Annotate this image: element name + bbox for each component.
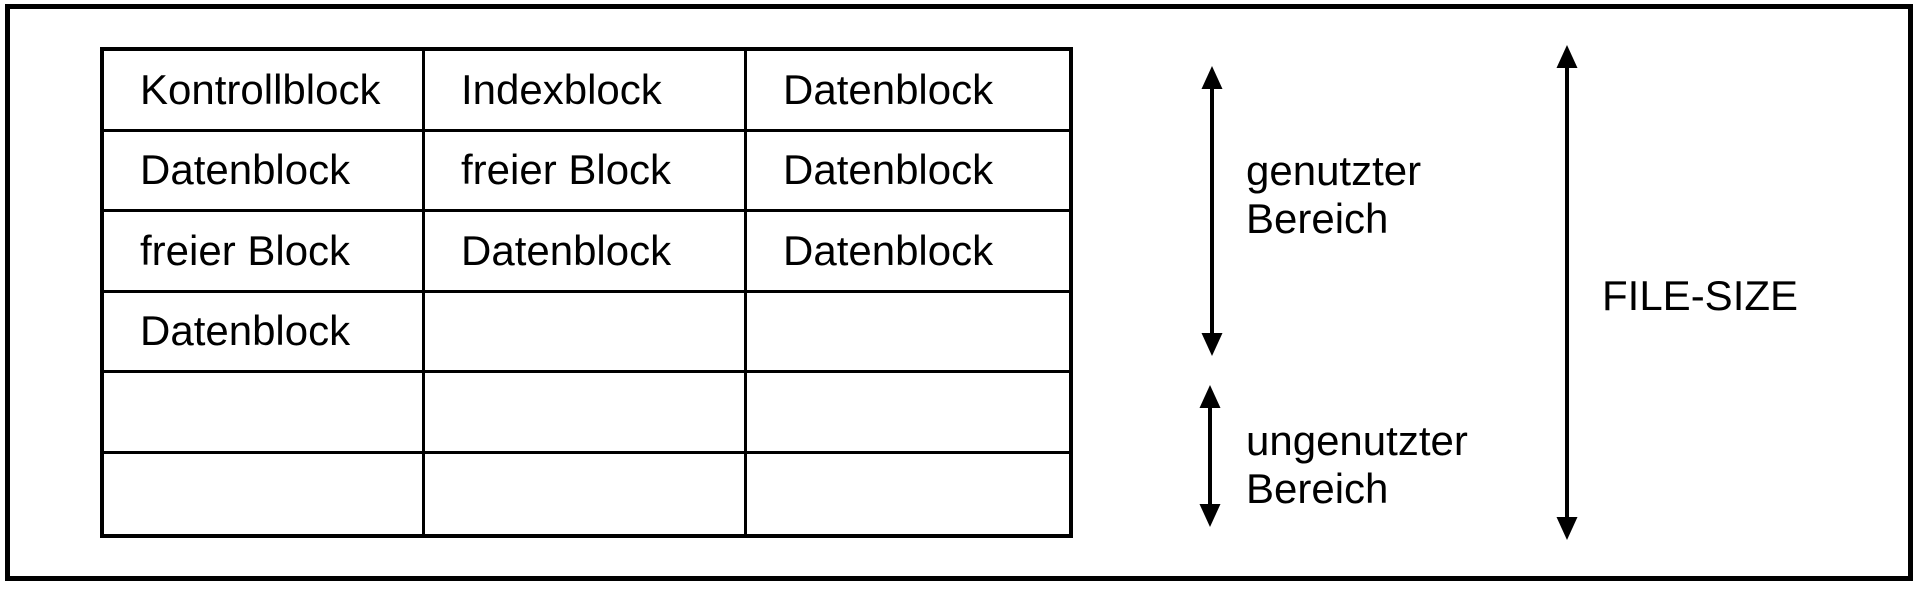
table-cell: Indexblock (425, 51, 747, 132)
table-cell (747, 293, 1069, 373)
unused-area-arrow-icon (1199, 385, 1221, 527)
used-area-label-line2: Bereich (1246, 195, 1389, 242)
table-cell (425, 453, 747, 534)
table-cell: Datenblock (425, 212, 747, 293)
used-area-label: genutzter Bereich (1246, 147, 1421, 243)
file-size-label: FILE-SIZE (1602, 272, 1799, 319)
file-size-arrow-icon (1556, 45, 1578, 540)
table-cell: freier Block (104, 212, 425, 293)
table-cell (425, 292, 747, 373)
table-cell (104, 453, 425, 534)
table-cell (747, 373, 1069, 454)
table-cell (747, 454, 1069, 535)
table-cell: Datenblock (747, 132, 1069, 212)
used-area-label-line1: genutzter (1246, 147, 1422, 194)
table-cell (104, 373, 425, 454)
table-cell: Datenblock (747, 212, 1069, 293)
table-cell: Datenblock (104, 131, 425, 212)
table-cell: Datenblock (747, 51, 1069, 132)
unused-area-label: ungenutzter Bereich (1246, 417, 1468, 513)
outer-frame (5, 4, 1913, 581)
block-table: Kontrollblock Indexblock Datenblock Date… (100, 47, 1073, 538)
table-cell: Kontrollblock (104, 51, 425, 132)
unused-area-label-line2: Bereich (1246, 465, 1389, 512)
table-cell: freier Block (425, 131, 747, 212)
used-area-arrow-icon (1201, 66, 1223, 356)
table-cell: Datenblock (104, 292, 425, 373)
unused-area-label-line1: ungenutzter (1246, 417, 1468, 464)
table-cell (425, 373, 747, 454)
